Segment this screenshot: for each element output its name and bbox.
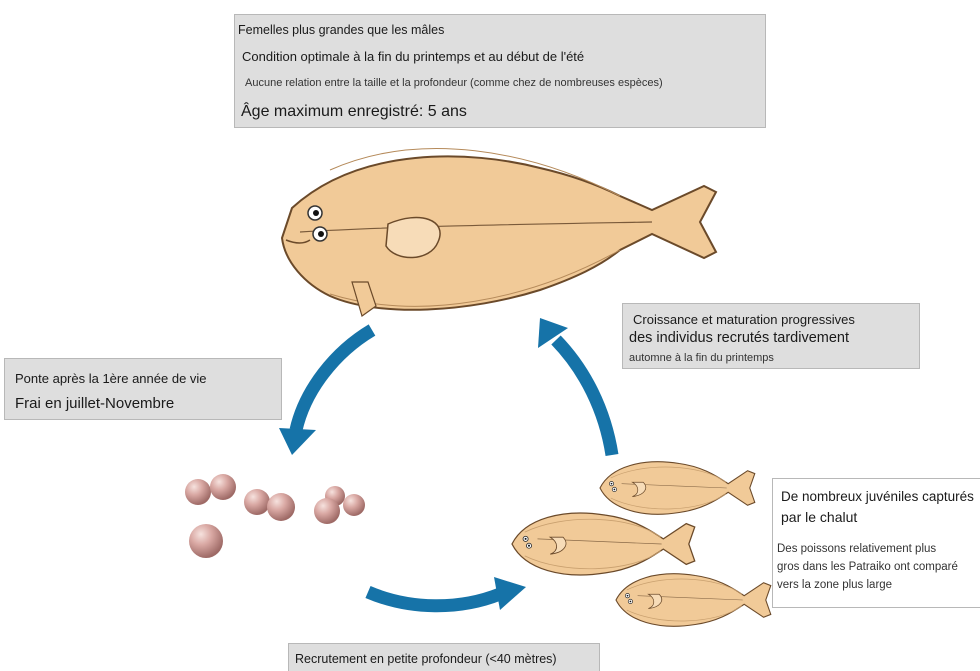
growth-line-2: des individus recrutés tardivement: [629, 330, 849, 346]
top-info-box: Femelles plus grandes que les mâles Cond…: [234, 14, 766, 128]
juvenile-line-2: par le chalut: [781, 509, 857, 525]
recruitment-info-box: Recrutement en petite profondeur (<40 mè…: [288, 643, 600, 671]
spawn-info-box: Ponte après la 1ère année de vie Frai en…: [4, 358, 282, 420]
juvenile-fish-1: [600, 462, 755, 514]
arrow-right-up: [538, 318, 612, 455]
juvenile-info-box: De nombreux juvéniles capturés par le ch…: [772, 478, 980, 608]
growth-line-3: automne à la fin du printemps: [629, 352, 774, 364]
info-optimal-condition: Condition optimale à la fin du printemps…: [242, 49, 584, 64]
arrow-bottom-right: [368, 577, 526, 610]
growth-line-1: Croissance et maturation progressives: [633, 312, 855, 327]
juvenile-line-4: gros dans les Patraiko ont comparé: [777, 561, 958, 573]
info-females-larger: Femelles plus grandes que les mâles: [238, 23, 444, 37]
eggs: [185, 474, 365, 558]
juvenile-fish-2: [512, 513, 695, 575]
info-max-age: Âge maximum enregistré: 5 ans: [241, 103, 467, 121]
growth-info-box: Croissance et maturation progressives de…: [622, 303, 920, 369]
juvenile-line-5: vers la zone plus large: [777, 579, 892, 591]
juvenile-line-1: De nombreux juvéniles capturés: [781, 489, 974, 504]
juvenile-line-3: Des poissons relativement plus: [777, 543, 936, 555]
spawn-line-2: Frai en juillet-Novembre: [15, 395, 174, 412]
spawn-line-1: Ponte après la 1ère année de vie: [15, 371, 207, 386]
recruitment-line-1: Recrutement en petite profondeur (<40 mè…: [295, 652, 557, 666]
juvenile-fish-3: [616, 574, 771, 626]
info-size-depth: Aucune relation entre la taille et la pr…: [245, 77, 663, 89]
adult-fish: [282, 149, 716, 316]
arrow-left-down: [279, 330, 372, 455]
